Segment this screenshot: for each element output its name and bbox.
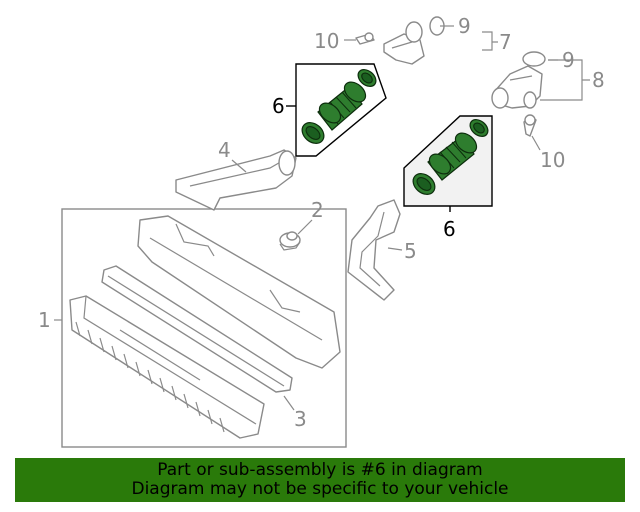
clip-part-2 (279, 231, 301, 251)
air-duct-part-5 (347, 199, 401, 301)
callout-3: 3 (294, 407, 307, 431)
highlighted-part-6-set-b (403, 115, 493, 207)
bolt-part-10b (523, 114, 537, 137)
leader-lines (54, 25, 590, 411)
callout-1: 1 (38, 308, 51, 332)
connector-part-8 (491, 65, 543, 109)
callout-9-b: 9 (562, 48, 575, 72)
air-duct-part-4 (175, 149, 297, 211)
callout-6-b: 6 (443, 217, 456, 241)
callout-9-a: 9 (458, 14, 471, 38)
callout-10-b: 10 (540, 148, 565, 172)
air-cleaner-assembly (61, 208, 347, 448)
bolt-part-10a (355, 32, 375, 45)
banner-line-2: Diagram may not be specific to your vehi… (131, 479, 509, 499)
o-ring-part-9b (522, 51, 546, 67)
callout-10-a: 10 (314, 29, 339, 53)
info-banner: Part or sub-assembly is #6 in diagram Di… (15, 458, 625, 502)
parts-diagram: 1 2 3 4 5 6 6 7 8 9 9 10 10 (38, 14, 605, 448)
banner-line-1: Part or sub-assembly is #6 in diagram (157, 460, 483, 480)
highlighted-part-6-set-a (295, 63, 387, 157)
callout-6-a: 6 (272, 94, 285, 118)
callout-7: 7 (499, 30, 512, 54)
bracket-part-7 (383, 21, 425, 65)
callout-2: 2 (311, 198, 324, 222)
callout-8: 8 (592, 68, 605, 92)
callout-5: 5 (404, 239, 417, 263)
callout-4: 4 (218, 138, 231, 162)
